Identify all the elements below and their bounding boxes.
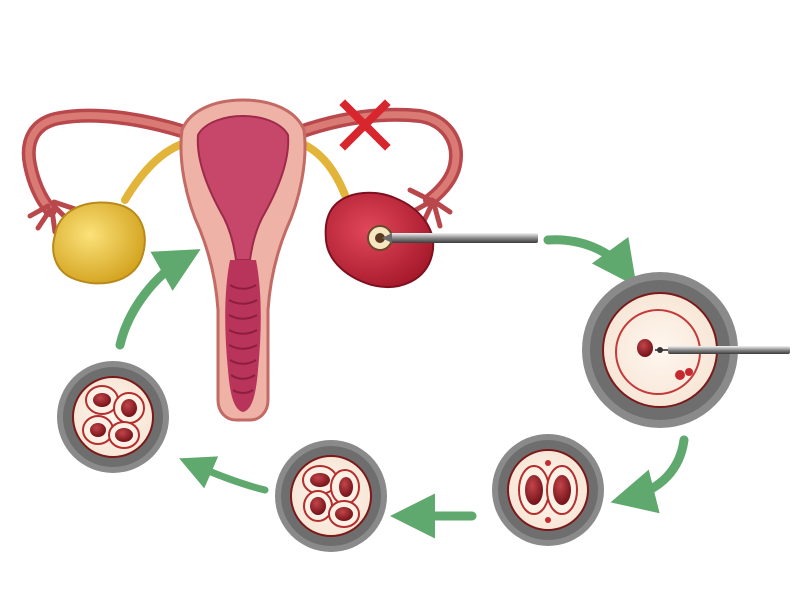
left-fimbriae — [27, 199, 81, 235]
needle-icon — [382, 233, 538, 243]
arrow-to-two-cell — [610, 435, 689, 514]
flow-arrows — [115, 235, 689, 539]
arrow-to-transfer-embryo — [179, 456, 269, 494]
reproductive-system-illustration — [21, 98, 463, 422]
embryo-4-cell-transfer-icon — [57, 361, 169, 473]
arrow-to-uterus — [115, 249, 201, 350]
uterine-cavity — [196, 114, 290, 261]
arrow-to-injection — [543, 235, 637, 287]
micropipette-icon — [655, 346, 790, 354]
vaginal-rugae — [228, 284, 258, 394]
embryo-2-cell-icon — [492, 434, 604, 546]
icsi-injection-dish — [582, 272, 790, 428]
left-ovary — [52, 201, 146, 285]
left-fallopian-tube — [21, 108, 192, 217]
embryo-4-cell-icon — [275, 440, 387, 552]
red-x-icon — [339, 99, 391, 151]
cervical-canal — [225, 260, 261, 412]
